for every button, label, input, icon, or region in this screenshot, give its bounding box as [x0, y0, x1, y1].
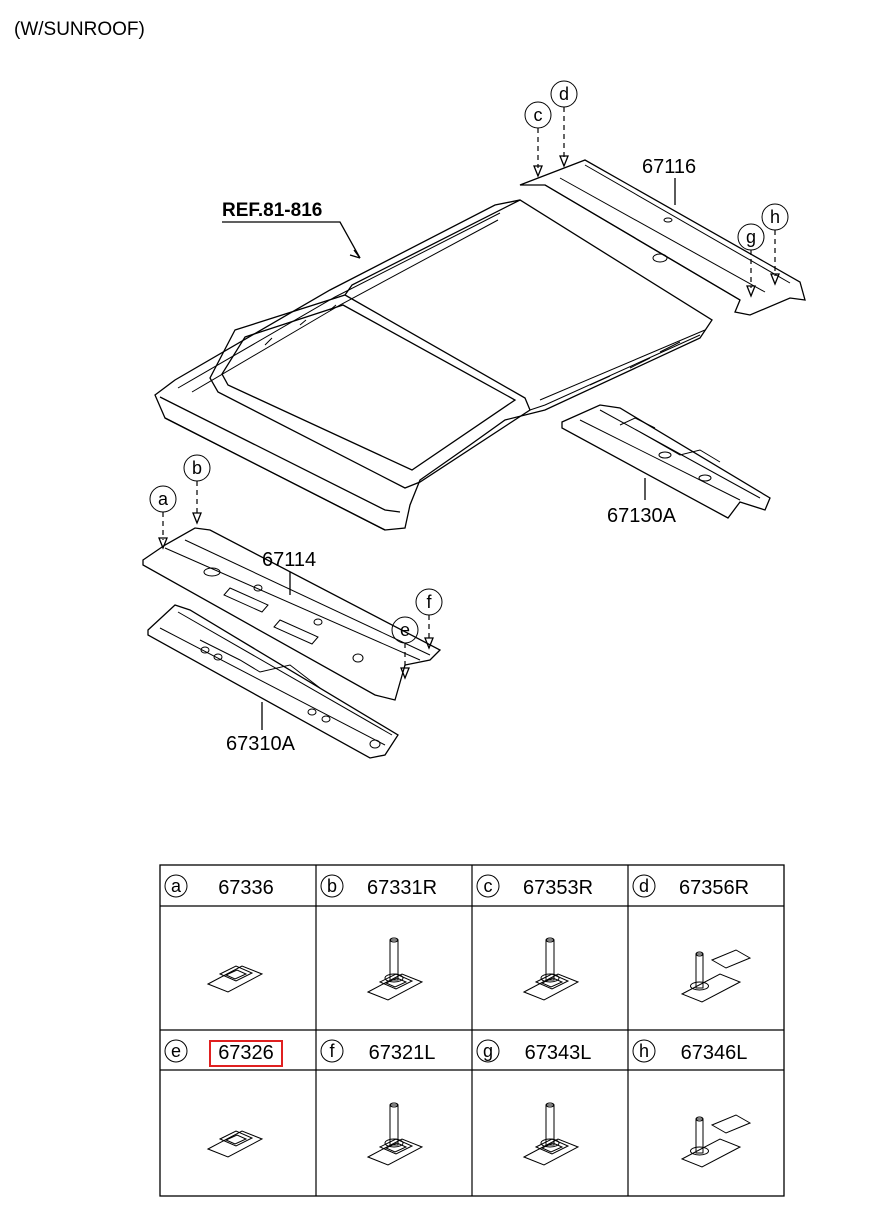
label-67310A: 67310A	[226, 733, 296, 755]
callout-h: h	[761, 203, 789, 286]
diagram-title: (W/SUNROOF)	[14, 19, 145, 40]
callout-c: c	[524, 101, 552, 178]
part-number: 67346L	[681, 1042, 748, 1064]
cell-letter: e	[171, 1041, 181, 1061]
cell-letter: h	[639, 1041, 649, 1061]
label-67116: 67116	[642, 156, 696, 178]
callout-e: e	[391, 616, 419, 680]
svg-text:a: a	[158, 489, 169, 509]
highlight-box	[209, 1040, 283, 1067]
parts-table-cell-c[interactable]: c 67353R	[476, 874, 593, 1001]
cell-letter: f	[329, 1041, 335, 1061]
callout-circle	[320, 1039, 344, 1063]
parts-table-cell-b[interactable]: b 67331R	[320, 874, 437, 1001]
part-number: 67353R	[523, 877, 593, 899]
cell-letter: d	[639, 876, 649, 896]
part-number: 67331R	[367, 877, 437, 899]
part-number: 67326	[218, 1042, 274, 1064]
parts-table-cell-a[interactable]: a 67336	[164, 874, 274, 993]
stud-clip-icon	[522, 937, 580, 1001]
svg-text:f: f	[426, 592, 432, 612]
svg-text:b: b	[192, 458, 202, 478]
svg-text:c: c	[534, 105, 543, 125]
bracket-stud-icon	[680, 1114, 752, 1168]
parts-table-cell-f[interactable]: f 67321L	[320, 1039, 436, 1166]
callout-circle	[632, 874, 656, 898]
svg-text:g: g	[746, 227, 756, 247]
callout-circle	[476, 874, 500, 898]
parts-table-cell-g[interactable]: g 67343L	[476, 1039, 592, 1166]
callout-g: g	[737, 223, 765, 298]
rear-roof-rail-67116[interactable]	[519, 159, 806, 316]
stud-clip-icon	[366, 1102, 424, 1166]
svg-text:e: e	[400, 620, 410, 640]
stud-clip-icon	[366, 937, 424, 1001]
svg-text:h: h	[770, 207, 780, 227]
roof-panel[interactable]	[154, 199, 713, 531]
callout-a: a	[149, 485, 177, 550]
cell-letter: b	[327, 876, 337, 896]
callout-f: f	[415, 588, 443, 650]
callout-d: d	[550, 80, 578, 168]
callout-circle	[632, 1039, 656, 1063]
cell-letter: a	[171, 876, 182, 896]
cell-letter: c	[484, 876, 493, 896]
parts-table: a 67336 b 67331R c 67353R d 67356R e 67326 f 67321L…	[159, 864, 785, 1197]
stud-clip-icon	[522, 1102, 580, 1166]
callout-circle	[164, 1039, 188, 1063]
rear-cross-member-67130A[interactable]	[561, 404, 771, 519]
callout-b: b	[183, 454, 211, 525]
label-67130A: 67130A	[607, 505, 677, 527]
svg-text:REF.81-816: REF.81-816	[222, 200, 322, 221]
callout-circle	[320, 874, 344, 898]
ref-label: REF.81-816	[222, 200, 361, 259]
parts-table-cell-d[interactable]: d 67356R	[632, 874, 752, 1003]
svg-text:d: d	[559, 84, 569, 104]
parts-table-cell-e[interactable]: e 67326	[164, 1039, 283, 1158]
front-header-67310A[interactable]	[147, 604, 399, 759]
callout-circle	[164, 874, 188, 898]
clip-icon	[206, 965, 264, 993]
parts-table-cell-h[interactable]: h 67346L	[632, 1039, 752, 1168]
part-number: 67321L	[369, 1042, 436, 1064]
label-67114: 67114	[262, 549, 316, 571]
callout-circle	[476, 1039, 500, 1063]
bracket-stud-icon	[680, 949, 752, 1003]
part-number: 67343L	[525, 1042, 592, 1064]
front-cross-member-67114[interactable]	[142, 527, 442, 701]
cell-letter: g	[483, 1041, 493, 1061]
part-number: 67356R	[679, 877, 749, 899]
clip-icon	[206, 1130, 264, 1158]
part-number: 67336	[218, 877, 274, 899]
